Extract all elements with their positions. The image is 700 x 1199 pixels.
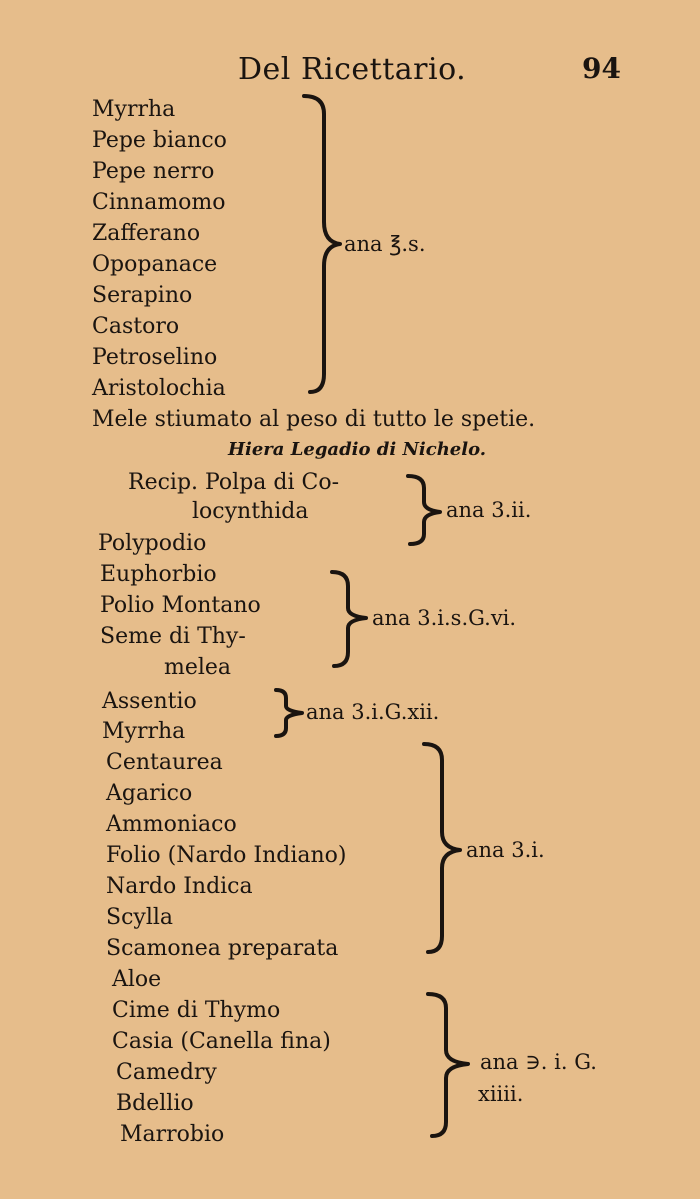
ingredient: Polypodio (98, 531, 207, 556)
brace-icon (422, 742, 462, 954)
ingredient: Assentio (102, 689, 197, 714)
ingredient: Myrrha (102, 719, 186, 744)
ingredient: Zafferano (92, 221, 201, 246)
ingredient: Camedry (116, 1060, 217, 1085)
ingredient: Folio (Nardo Indiano) (106, 843, 347, 868)
ingredient: Centaurea (106, 750, 223, 775)
ingredient: Nardo Indica (106, 874, 253, 899)
dose-label: ana ∋. i. G. (480, 1050, 597, 1074)
ingredient: Euphorbio (100, 562, 217, 587)
ingredient: Bdellio (116, 1091, 194, 1116)
ingredient: Marrobio (120, 1122, 225, 1147)
ingredient: Pepe nerro (92, 159, 215, 184)
dose-label: ana 3.i.s.G.vi. (372, 606, 517, 630)
page-number: 94 (582, 52, 621, 85)
ingredient: Polio Montano (100, 593, 261, 618)
ingredient: Serapino (92, 283, 193, 308)
dose-label: ana 3.i.G.xii. (306, 700, 440, 724)
ingredient: Mele stiumato al peso di tutto le spetie… (92, 407, 536, 432)
ingredient: Pepe bianco (92, 128, 227, 153)
dose-label: xiiii. (478, 1082, 524, 1106)
dose-label: ana ℥.s. (344, 232, 426, 256)
ingredient: melea (164, 655, 232, 680)
brace-icon (406, 474, 442, 546)
running-header: Del Ricettario. (238, 52, 467, 87)
dose-label: ana 3.ii. (446, 498, 532, 522)
ingredient: Cime di Thymo (112, 998, 281, 1023)
recipe-title: Hiera Legadio di Nichelo. (228, 439, 487, 460)
ingredient: Seme di Thy- (100, 624, 246, 649)
ingredient: Casia (Canella fina) (112, 1029, 331, 1054)
ingredient: Aloe (112, 967, 162, 992)
brace-icon (274, 688, 304, 738)
ingredient: Recip. Polpa di Co- (128, 470, 340, 495)
ingredient: Petroselino (92, 345, 218, 370)
dose-label: ana 3.i. (466, 838, 545, 862)
ingredient: Cinnamomo (92, 190, 226, 215)
brace-icon (302, 94, 342, 394)
ingredient: Castoro (92, 314, 180, 339)
ingredient: Opopanace (92, 252, 218, 277)
brace-icon (426, 992, 470, 1138)
ingredient: Scamonea preparata (106, 936, 339, 961)
brace-icon (330, 570, 368, 668)
ingredient: Ammoniaco (106, 812, 237, 837)
ingredient: Aristolochia (92, 376, 226, 401)
ingredient: Myrrha (92, 97, 176, 122)
ingredient: Agarico (106, 781, 193, 806)
ingredient: locynthida (192, 499, 309, 524)
ingredient: Scylla (106, 905, 174, 930)
